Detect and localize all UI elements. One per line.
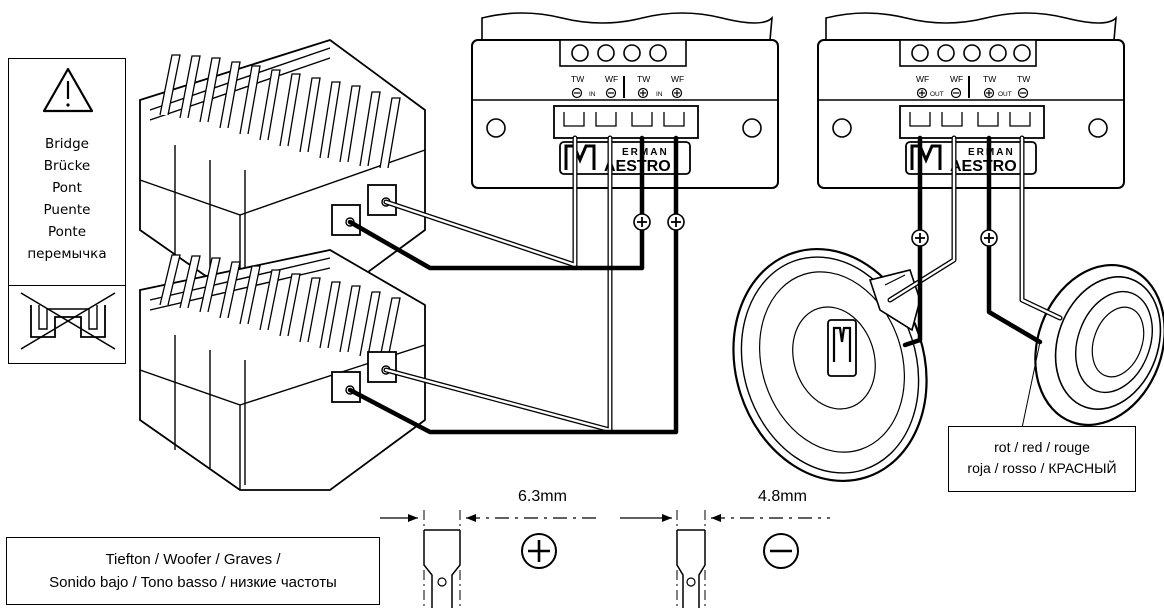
wire-positive <box>347 135 679 435</box>
connector-48mm <box>620 510 830 608</box>
tweeter-speaker <box>1034 263 1164 427</box>
red-wire-label-line: roja / rosso / КРАСНЫЙ <box>967 460 1117 476</box>
terminal-group-label: IN <box>589 91 596 98</box>
terminal-group-label: IN <box>656 91 663 98</box>
red-label-leader <box>1021 341 1041 429</box>
terminal-label: WF <box>605 74 618 84</box>
crossover-brand-line1: ERMAN <box>622 147 669 158</box>
woofer-label-line: Sonido bajo / Tono basso / низкие частот… <box>49 574 337 591</box>
amplifier-bottom <box>139 249 426 491</box>
warning-divider <box>9 285 125 286</box>
terminal-label: WF <box>916 74 929 84</box>
crossed-out-bridge-jumper-icon <box>20 292 116 350</box>
terminal-label: TW <box>637 74 650 84</box>
terminal-label: WF <box>671 74 684 84</box>
wire-positive <box>986 135 1043 345</box>
crossover-brand-line2: AESTRO <box>950 158 1017 175</box>
crossover-output: ERMAN AESTRO WF WF TW TW OUT OUT <box>817 12 1125 189</box>
wire-positive <box>347 135 645 271</box>
bridge-warning-panel: Bridge Brücke Pont Puente Ponte перемычк… <box>8 58 126 364</box>
warning-line: Puente <box>43 202 91 218</box>
crossover-brand-line1: ERMAN <box>968 147 1015 158</box>
terminal-label: TW <box>1017 74 1030 84</box>
woofer-label: Tiefton / Woofer / Graves / Sonido bajo … <box>6 537 380 605</box>
connector-size-label: 4.8mm <box>758 488 807 505</box>
red-wire-label-line: rot / red / rouge <box>994 439 1090 455</box>
woofer-speaker <box>732 247 928 483</box>
crossover-brand-line2: AESTRO <box>604 158 671 175</box>
warning-line: Pont <box>52 180 82 196</box>
terminal-label: WF <box>950 74 963 84</box>
crossover-input: ERMAN AESTRO TW WF TW WF IN IN <box>471 12 779 189</box>
terminal-group-label: OUT <box>930 91 944 98</box>
connector-size-label: 6.3mm <box>518 488 567 505</box>
terminal-label: TW <box>571 74 584 84</box>
terminal-label: TW <box>983 74 996 84</box>
red-wire-label: rot / red / rouge roja / rosso / КРАСНЫЙ <box>948 426 1136 492</box>
connector-63mm <box>380 510 600 608</box>
minus-circle-icon <box>763 533 799 569</box>
terminal-group-label: OUT <box>998 91 1012 98</box>
amplifier-top <box>139 39 426 301</box>
plus-circle-icon <box>521 533 557 569</box>
warning-line: Brücke <box>43 158 91 174</box>
warning-line: перемычка <box>27 246 107 262</box>
woofer-label-line: Tiefton / Woofer / Graves / <box>105 551 281 568</box>
warning-line: Ponte <box>47 224 87 240</box>
warning-line: Bridge <box>44 136 89 152</box>
wire-positive <box>902 135 923 348</box>
warning-triangle-icon <box>42 67 94 113</box>
bridge-warning-text: Bridge Brücke Pont Puente Ponte перемычк… <box>9 133 125 265</box>
